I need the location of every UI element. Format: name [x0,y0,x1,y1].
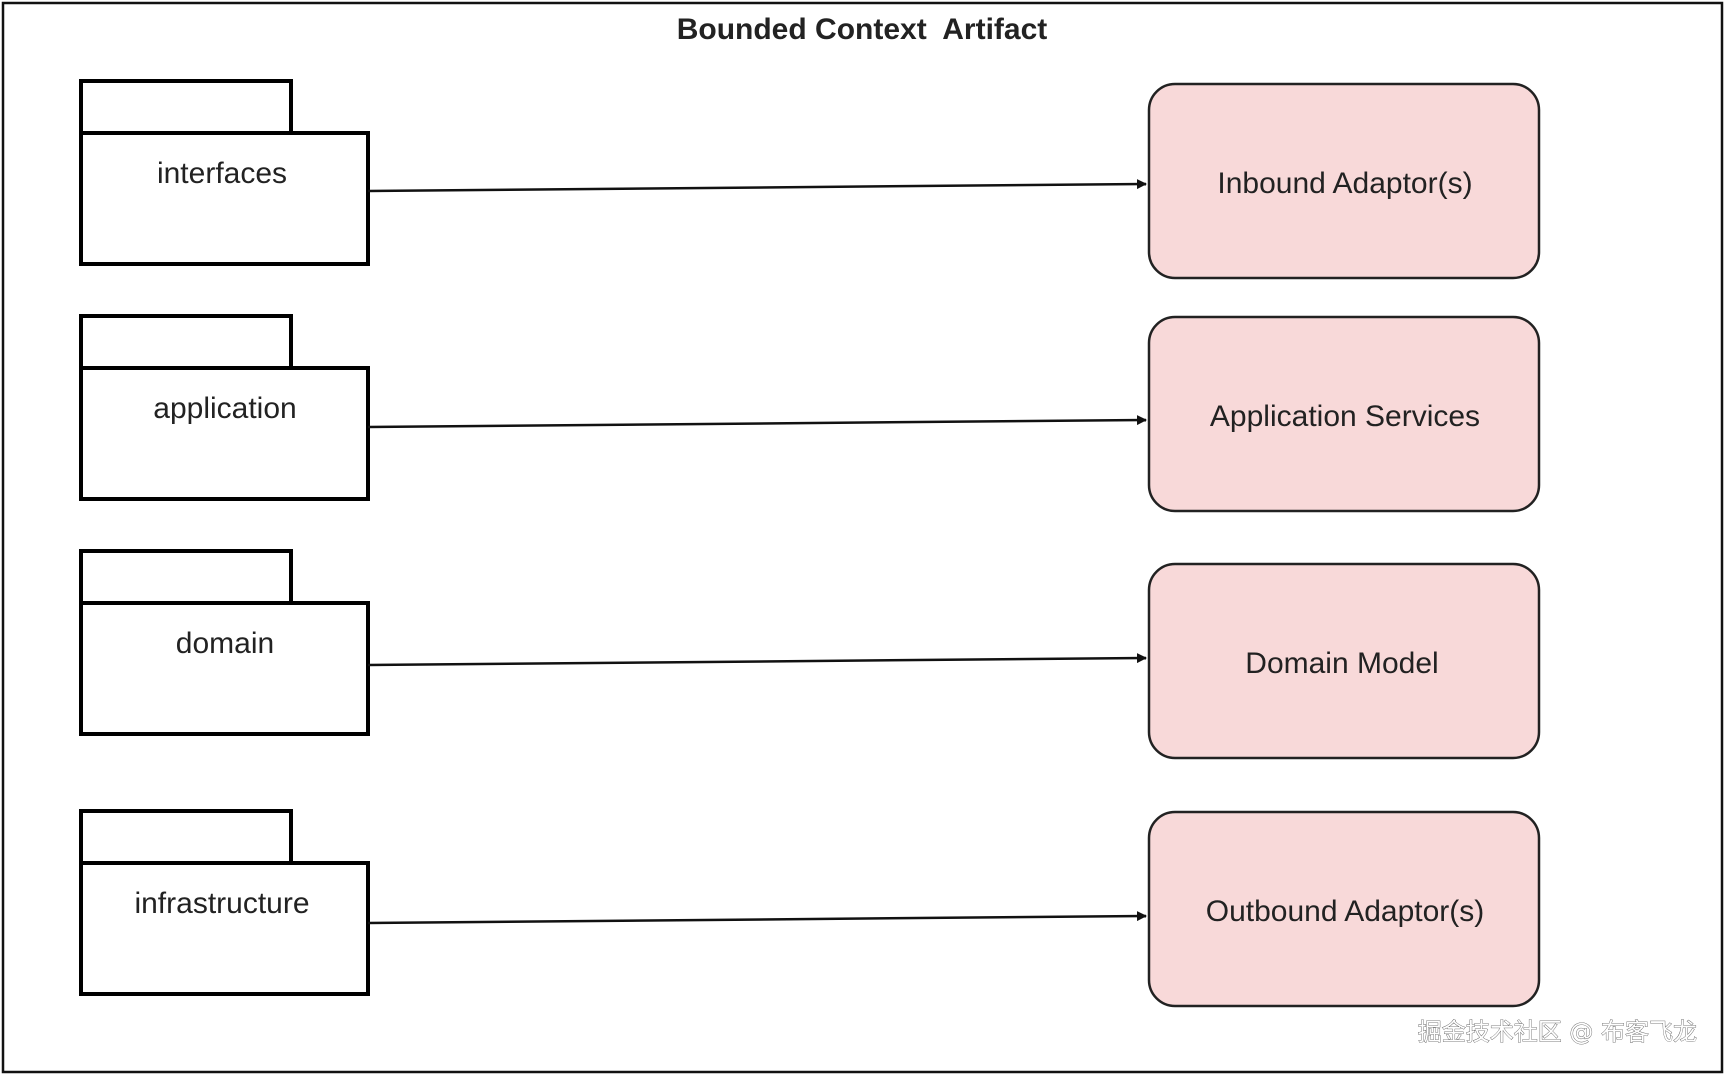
package-tab [79,549,293,605]
package-application: application [79,314,370,501]
package-domain: domain [79,549,370,736]
component-outbound-adaptors: Outbound Adaptor(s) [1147,810,1541,1008]
component-box [1147,82,1541,280]
package-body [79,601,370,736]
component-label-inbound-adaptors: Inbound Adaptor(s) [1217,167,1472,200]
package-body [79,366,370,501]
component-box [1147,562,1541,760]
package-infrastructure: infrastructure [79,809,370,996]
component-application-services: Application Services [1147,315,1541,513]
package-label-domain: domain [176,627,274,660]
connector-interfaces-inbound [367,179,1147,193]
package-tab [79,314,293,370]
package-tab [79,809,293,865]
component-label-outbound-adaptors: Outbound Adaptor(s) [1206,895,1485,928]
package-body [79,131,370,266]
component-domain-model: Domain Model [1147,562,1541,760]
connector-infrastructure-outbound [367,911,1147,925]
component-label-application-services: Application Services [1210,400,1480,433]
connector-domain-model [367,653,1147,667]
package-label-infrastructure: infrastructure [134,887,309,920]
diagram-title: Bounded Context Artifact [677,13,1048,46]
package-interfaces: interfaces [79,79,370,266]
component-inbound-adaptors: Inbound Adaptor(s) [1147,82,1541,280]
package-label-application: application [153,392,296,425]
watermark-text: 掘金技术社区 @ 布客飞龙 [1418,1018,1697,1046]
package-body [79,861,370,996]
connector-application-services [367,415,1147,429]
component-box [1147,315,1541,513]
package-tab [79,79,293,135]
component-label-domain-model: Domain Model [1245,647,1438,680]
component-box [1147,810,1541,1008]
package-label-interfaces: interfaces [157,157,287,190]
